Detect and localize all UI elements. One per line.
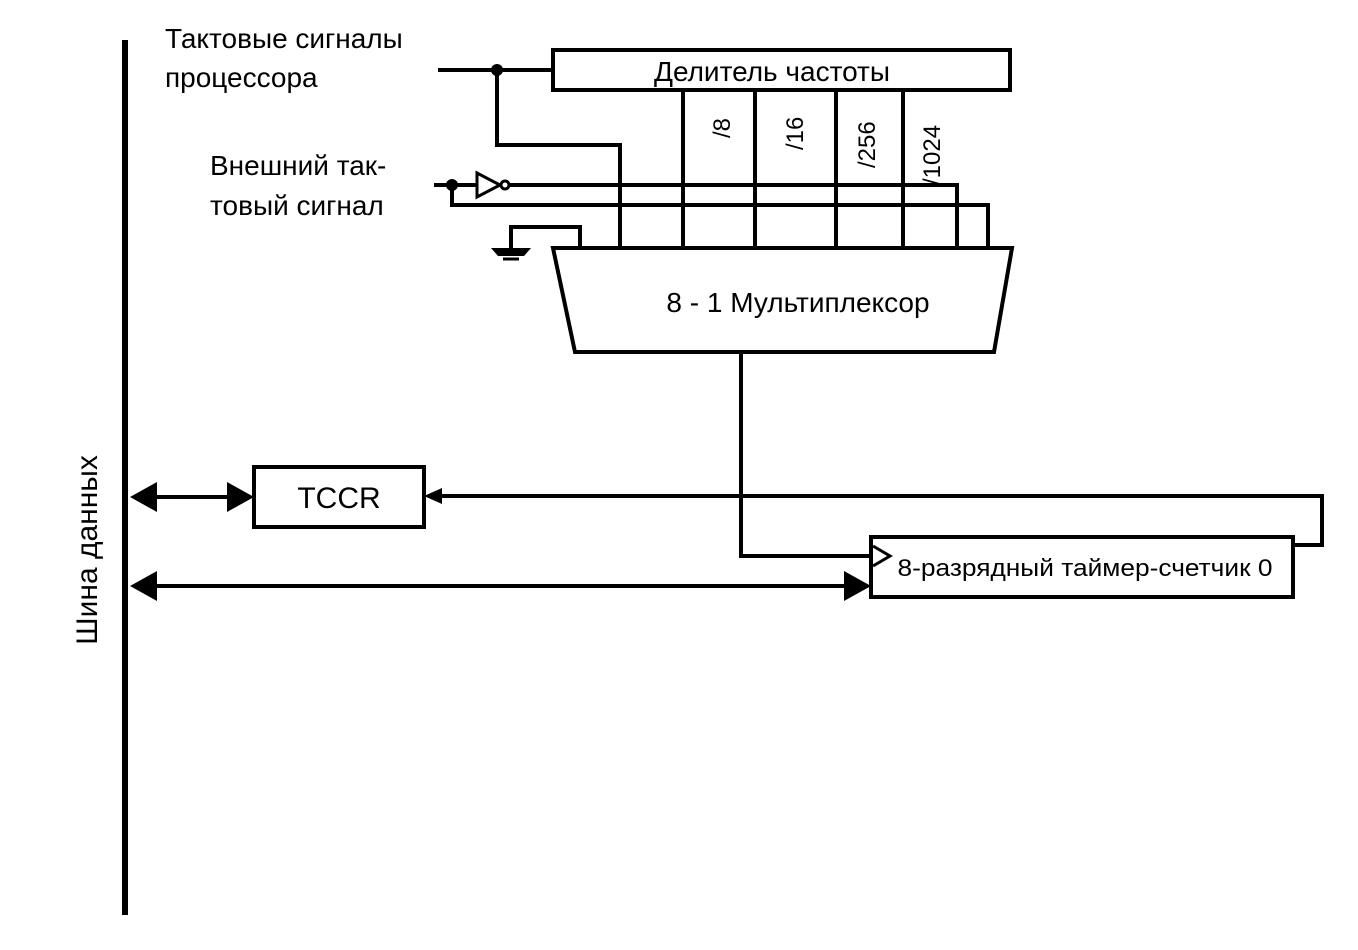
mux-output-wire bbox=[739, 350, 874, 558]
ext-clock-label-line2: товый сигнал bbox=[210, 190, 384, 221]
timer-tccr-feedback-wire bbox=[438, 494, 1324, 547]
ext-clock-inverted-wire bbox=[508, 183, 959, 248]
cpu-clock-label-line2: процессора bbox=[165, 62, 318, 93]
arrow-right-icon bbox=[227, 482, 254, 512]
arrow-left-icon bbox=[130, 571, 157, 601]
tap-label-16: /16 bbox=[782, 117, 809, 150]
prescaler-label: Делитель частоты bbox=[654, 56, 890, 87]
cpu-clock-label-line1: Тактовые сигналы bbox=[165, 23, 403, 54]
arrow-right-icon bbox=[844, 571, 871, 601]
timer-counter-box bbox=[869, 535, 1295, 599]
tccr-label: TCCR bbox=[297, 482, 380, 515]
tap-label-256: /256 bbox=[854, 121, 881, 168]
cpu-clock-direct-wire bbox=[495, 68, 622, 248]
ground-wire bbox=[509, 225, 582, 248]
multiplexer-box bbox=[550, 246, 1015, 354]
prescaler-box bbox=[551, 48, 1012, 92]
ext-clock-direct-wire bbox=[450, 183, 990, 248]
arrow-left-icon bbox=[130, 482, 157, 512]
arrow-left-icon bbox=[424, 488, 442, 504]
inverter-bubble-icon bbox=[499, 179, 511, 191]
data-bus-label: Шина данных bbox=[71, 455, 104, 645]
inverter-icon bbox=[475, 170, 504, 200]
clock-input-icon bbox=[872, 544, 893, 568]
ground-icon bbox=[491, 248, 531, 256]
timer-counter-label: 8-разрядный таймер-счетчик 0 bbox=[898, 555, 1273, 582]
multiplexer-label: 8 - 1 Мультиплексор bbox=[666, 287, 929, 318]
tap-label-8: /8 bbox=[709, 118, 736, 138]
tap-label-1024: /1024 bbox=[919, 125, 946, 185]
ext-clock-label-line1: Внешний так- bbox=[210, 150, 386, 181]
